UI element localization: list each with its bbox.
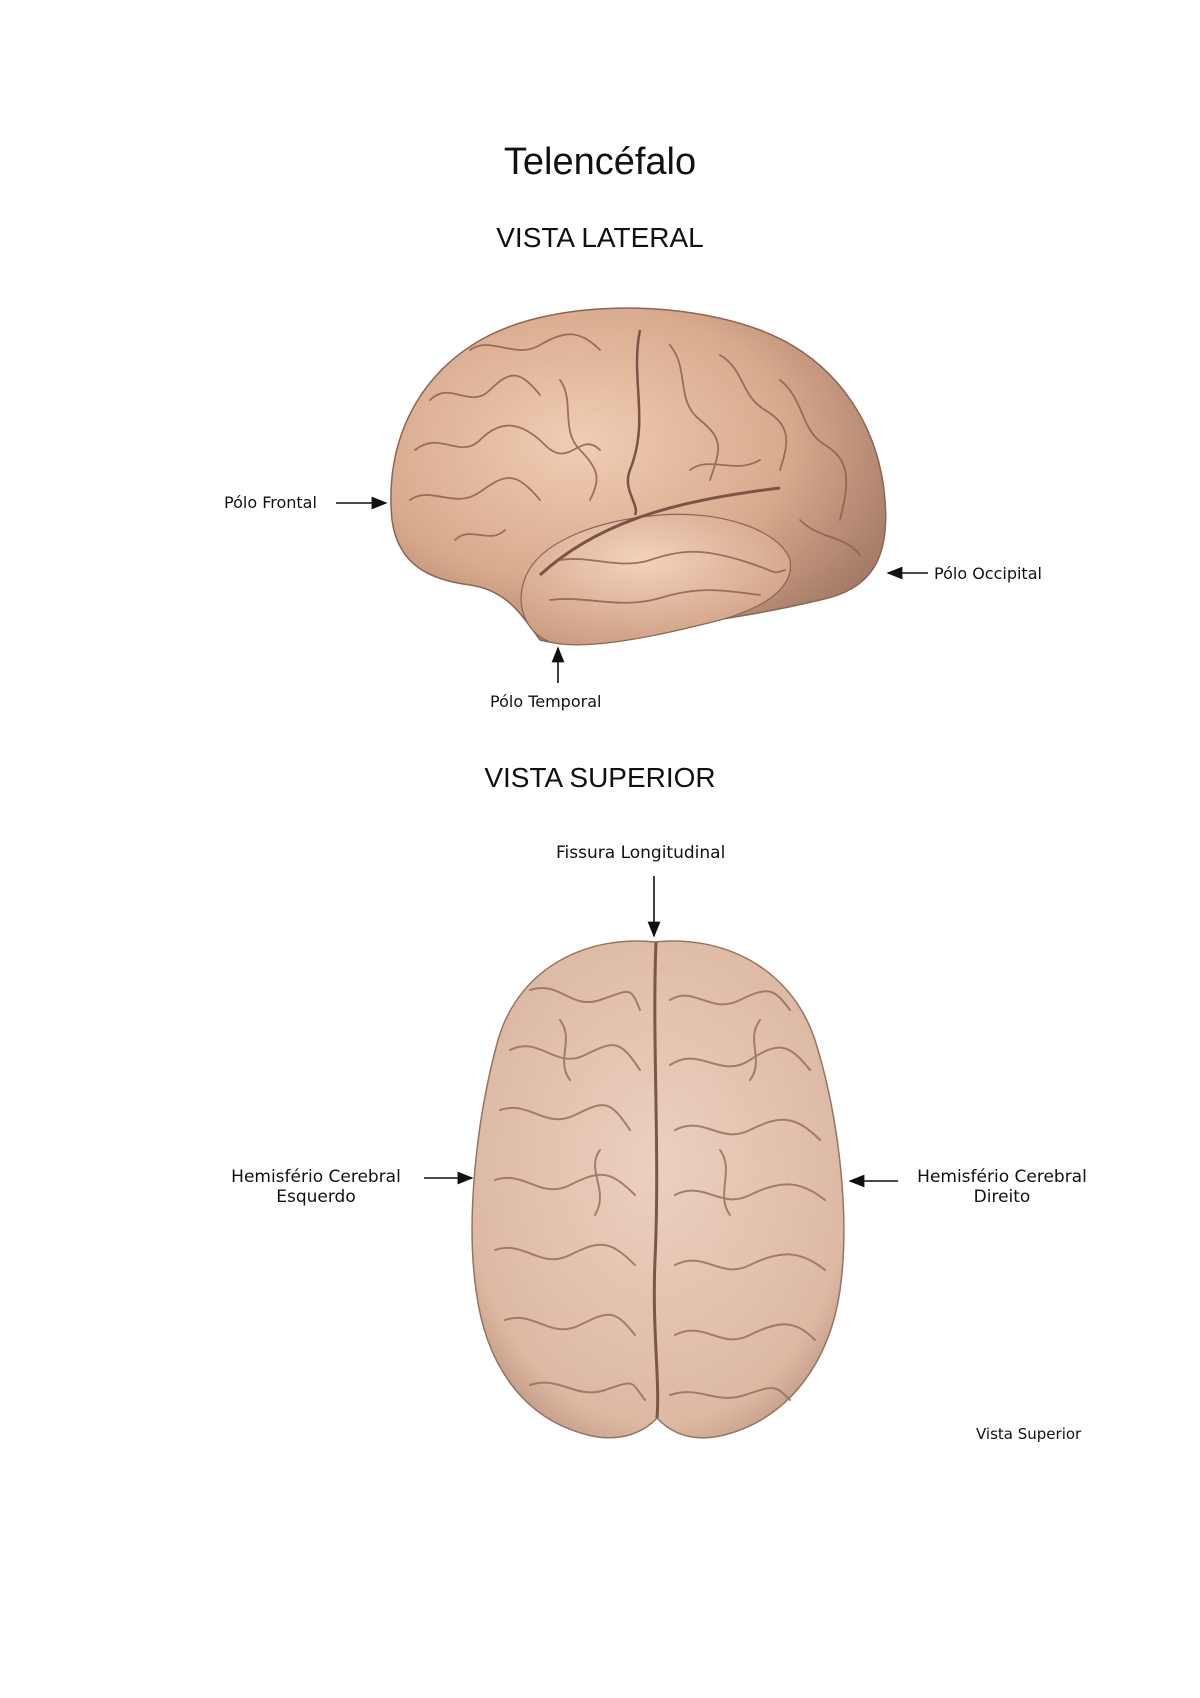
right-hemisphere-label: Hemisfério Cerebral Direito: [898, 1167, 1106, 1207]
right-hemisphere-label-line2: Direito: [973, 1187, 1031, 1207]
frontal-pole-label: Pólo Frontal: [224, 493, 317, 512]
temporal-pole-label: Pólo Temporal: [490, 692, 602, 711]
right-hemisphere-label-line1: Hemisfério Cerebral: [917, 1167, 1087, 1187]
superior-view-title: VISTA SUPERIOR: [484, 762, 716, 793]
left-hemisphere-label: Hemisfério Cerebral Esquerdo: [212, 1167, 420, 1207]
lateral-brain-image: [390, 307, 887, 646]
superior-view-caption: Vista Superior: [976, 1425, 1082, 1443]
superior-brain-image: [471, 940, 845, 1439]
occipital-pole-label: Pólo Occipital: [934, 564, 1042, 583]
left-hemisphere-label-line1: Hemisfério Cerebral: [231, 1167, 401, 1187]
lateral-view-title: VISTA LATERAL: [496, 222, 704, 253]
left-hemisphere-label-line2: Esquerdo: [276, 1187, 356, 1207]
page-title: Telencéfalo: [503, 141, 697, 183]
longitudinal-fissure-label: Fissura Longitudinal: [556, 843, 726, 863]
